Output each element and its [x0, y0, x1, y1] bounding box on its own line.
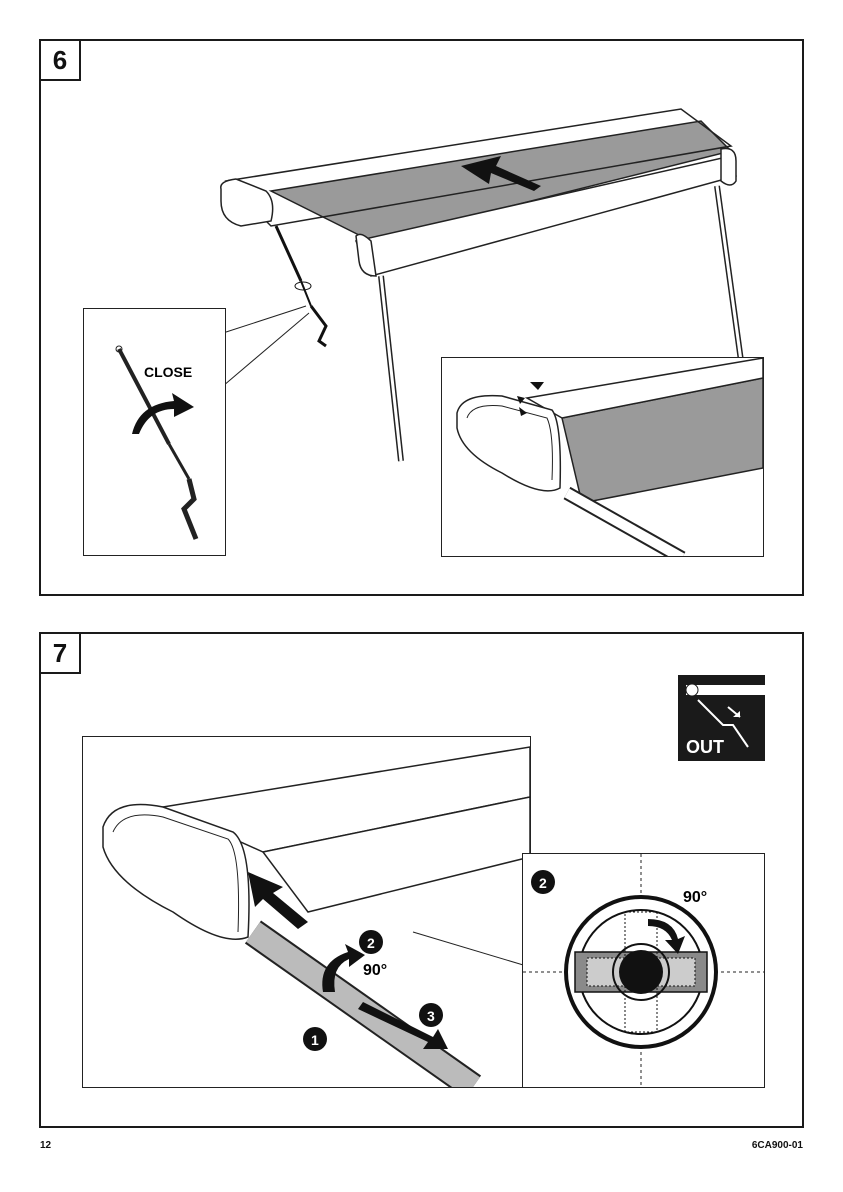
- rotation-detail-inset: 2 90°: [522, 853, 765, 1088]
- detail-callout-2: 2: [539, 875, 547, 891]
- angle-label-detail: 90°: [683, 889, 707, 906]
- callout-3: 3: [427, 1008, 435, 1024]
- out-badge: OUT: [678, 675, 765, 761]
- rotate-arrow-icon: [132, 393, 194, 434]
- callout-2: 2: [367, 935, 375, 951]
- angle-label: 90°: [363, 962, 387, 979]
- arm-release-inset: 1 2 3 90°: [82, 736, 531, 1088]
- out-label: OUT: [686, 737, 724, 757]
- step-7-panel: 7 OUT 1 2 3 90°: [39, 632, 804, 1128]
- step-7-number: 7: [41, 634, 81, 674]
- document-code: 6CA900-01: [752, 1140, 803, 1151]
- endcap-detail-inset: [441, 357, 764, 557]
- step-6-panel: 6 CLOSE: [39, 39, 804, 596]
- page-number: 12: [40, 1140, 51, 1151]
- crank-detail-inset: CLOSE: [83, 308, 226, 556]
- close-label: CLOSE: [144, 364, 192, 380]
- callout-1: 1: [311, 1032, 319, 1048]
